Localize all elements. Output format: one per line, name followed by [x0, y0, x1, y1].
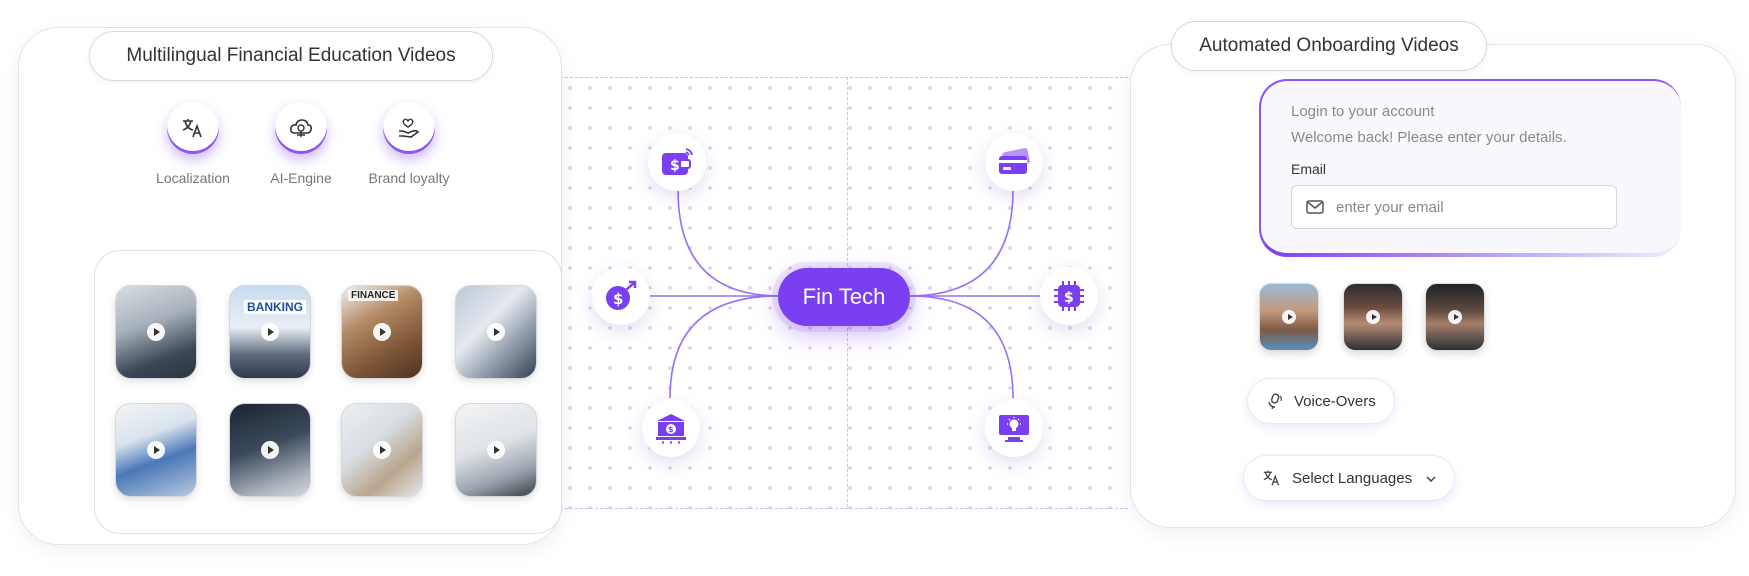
feature-ai-engine-circle: [275, 102, 327, 154]
feature-localization[interactable]: Localization: [143, 102, 243, 186]
translate-icon: [182, 119, 202, 138]
play-icon: [261, 323, 279, 341]
play-icon: [1448, 310, 1462, 324]
video-thumbnail[interactable]: [115, 285, 197, 379]
play-icon: [487, 441, 505, 459]
play-icon: [147, 441, 165, 459]
play-icon: [147, 323, 165, 341]
credit-card-node[interactable]: [985, 133, 1043, 191]
feature-localization-label: Localization: [156, 170, 230, 186]
translate-icon: [1262, 469, 1282, 487]
video-thumbnail[interactable]: [115, 403, 197, 497]
feature-brand-loyalty-label: Brand loyalty: [368, 170, 450, 186]
feature-ai-engine[interactable]: AI-Engine: [251, 102, 351, 186]
bank-dollar-icon: $: [656, 414, 686, 444]
voice-overs-label: Voice-Overs: [1294, 392, 1376, 410]
video-thumbnail[interactable]: FINANCE: [341, 285, 423, 379]
email-label: Email: [1291, 161, 1327, 177]
video-thumbnail[interactable]: [455, 403, 537, 497]
fintech-hub-label: Fin Tech: [802, 284, 886, 309]
dollar-growth-icon: $: [606, 280, 637, 310]
play-icon: [487, 323, 505, 341]
email-placeholder: enter your email: [1336, 198, 1444, 216]
login-heading: Login to your account: [1291, 103, 1435, 120]
svg-text:$: $: [613, 290, 623, 308]
dollar-chip-icon: $: [1054, 281, 1084, 311]
presenter-avatar[interactable]: [1425, 283, 1485, 351]
video-grid-panel: BANKING FINANCE: [94, 250, 562, 534]
monitor-idea-node[interactable]: [985, 399, 1043, 457]
fintech-hub-button[interactable]: Fin Tech: [778, 268, 910, 326]
video-thumbnail-caption: BANKING: [244, 300, 306, 314]
microphone-icon: [1266, 392, 1284, 410]
onboarding-videos-card: Automated Onboarding Videos Login to you…: [1130, 21, 1736, 528]
email-input[interactable]: enter your email: [1291, 185, 1617, 229]
video-thumbnail[interactable]: BANKING: [229, 285, 311, 379]
video-thumbnail[interactable]: [455, 285, 537, 379]
right-card-title: Automated Onboarding Videos: [1171, 21, 1487, 71]
play-icon: [373, 323, 391, 341]
feature-brand-loyalty[interactable]: Brand loyalty: [359, 102, 459, 186]
wallet-dollar-node[interactable]: $: [648, 133, 706, 191]
play-icon: [261, 441, 279, 459]
play-icon: [1282, 310, 1296, 324]
multilingual-videos-card: Multilingual Financial Education Videos …: [18, 27, 562, 545]
wallet-dollar-icon: $: [662, 148, 693, 175]
play-icon: [373, 441, 391, 459]
dollar-growth-node[interactable]: $: [592, 267, 650, 325]
login-subheading: Welcome back! Please enter your details.: [1291, 129, 1567, 146]
mail-icon: [1306, 200, 1324, 214]
bank-dollar-node[interactable]: $: [642, 399, 700, 457]
video-thumbnail[interactable]: [229, 403, 311, 497]
select-languages-dropdown[interactable]: Select Languages: [1243, 455, 1456, 501]
feature-ai-engine-label: AI-Engine: [270, 170, 332, 186]
svg-text:$: $: [1064, 290, 1074, 306]
feature-localization-circle: [167, 102, 219, 154]
monitor-idea-icon: [999, 415, 1029, 442]
presenter-avatar[interactable]: [1343, 283, 1403, 351]
hand-heart-icon: [399, 118, 420, 138]
voice-overs-button[interactable]: Voice-Overs: [1247, 378, 1395, 424]
chevron-down-icon: [1426, 471, 1436, 485]
feature-brand-loyalty-circle: [383, 102, 435, 154]
left-card-title: Multilingual Financial Education Videos: [89, 31, 493, 81]
dollar-chip-node[interactable]: $: [1040, 267, 1098, 325]
play-icon: [1366, 310, 1380, 324]
video-thumbnail-caption: FINANCE: [348, 290, 399, 301]
svg-text:$: $: [668, 425, 674, 434]
select-languages-label: Select Languages: [1292, 469, 1413, 487]
svg-text:$: $: [670, 158, 680, 174]
presenter-avatar[interactable]: [1259, 283, 1319, 351]
ai-cloud-icon: [290, 119, 312, 137]
video-thumbnail[interactable]: [341, 403, 423, 497]
login-form-preview: Login to your account Welcome back! Plea…: [1259, 79, 1681, 257]
credit-card-icon: [999, 148, 1030, 174]
